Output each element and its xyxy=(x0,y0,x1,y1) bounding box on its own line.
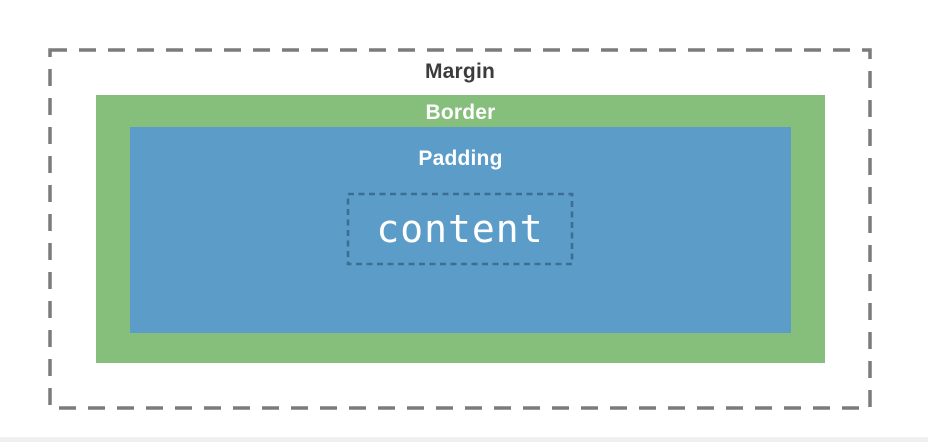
margin-label: Margin xyxy=(424,60,496,83)
border-label: Border xyxy=(425,101,496,124)
content-area: content xyxy=(347,193,573,265)
bottom-strip xyxy=(0,437,928,442)
content-label: content xyxy=(376,207,544,251)
padding-label: Padding xyxy=(418,147,503,170)
